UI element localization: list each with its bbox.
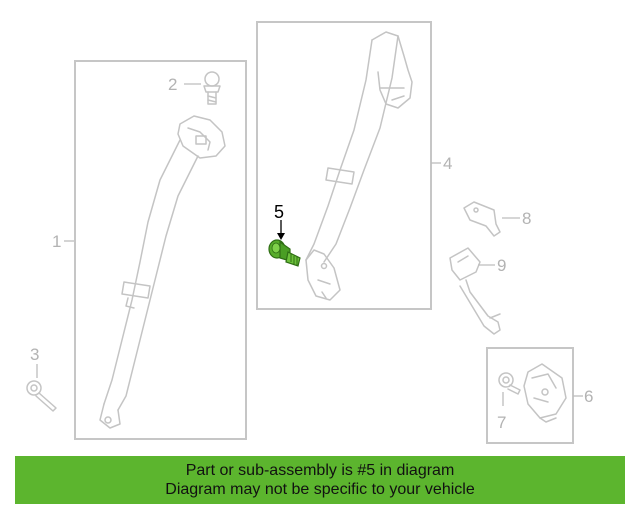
callout-2: 2 [168, 75, 177, 94]
callout-4: 4 [443, 154, 452, 173]
banner-line-1: Part or sub-assembly is #5 in diagram [185, 462, 455, 479]
parts-diagram: 1 2 3 4 5 6 7 8 9 [26, 21, 593, 444]
callout-6: 6 [584, 387, 593, 406]
part-7-bolt[interactable] [498, 372, 521, 395]
part-6-anchor[interactable] [523, 363, 567, 423]
part-3-bolt[interactable] [26, 380, 57, 412]
part-1-seat-belt-assembly[interactable] [99, 115, 226, 429]
part-8-bracket[interactable] [463, 201, 501, 237]
banner-line-2: Diagram may not be specific to your vehi… [165, 481, 475, 498]
group-box-part-4 [256, 21, 432, 310]
callout-5: 5 [274, 202, 284, 222]
group-box-part-1 [74, 60, 247, 440]
callout-8: 8 [522, 209, 531, 228]
leader-arrow-5 [277, 233, 285, 240]
part-4-seat-belt-assembly[interactable] [305, 31, 413, 301]
part-5-bolt-highlighted[interactable] [268, 239, 301, 267]
callout-3: 3 [30, 345, 39, 364]
callout-7: 7 [497, 413, 506, 432]
info-banner: Part or sub-assembly is #5 in diagram Di… [15, 456, 625, 504]
callout-1: 1 [52, 232, 61, 251]
part-9-buckle[interactable] [449, 247, 501, 335]
callout-9: 9 [497, 256, 506, 275]
part-2-bolt[interactable] [203, 71, 221, 105]
